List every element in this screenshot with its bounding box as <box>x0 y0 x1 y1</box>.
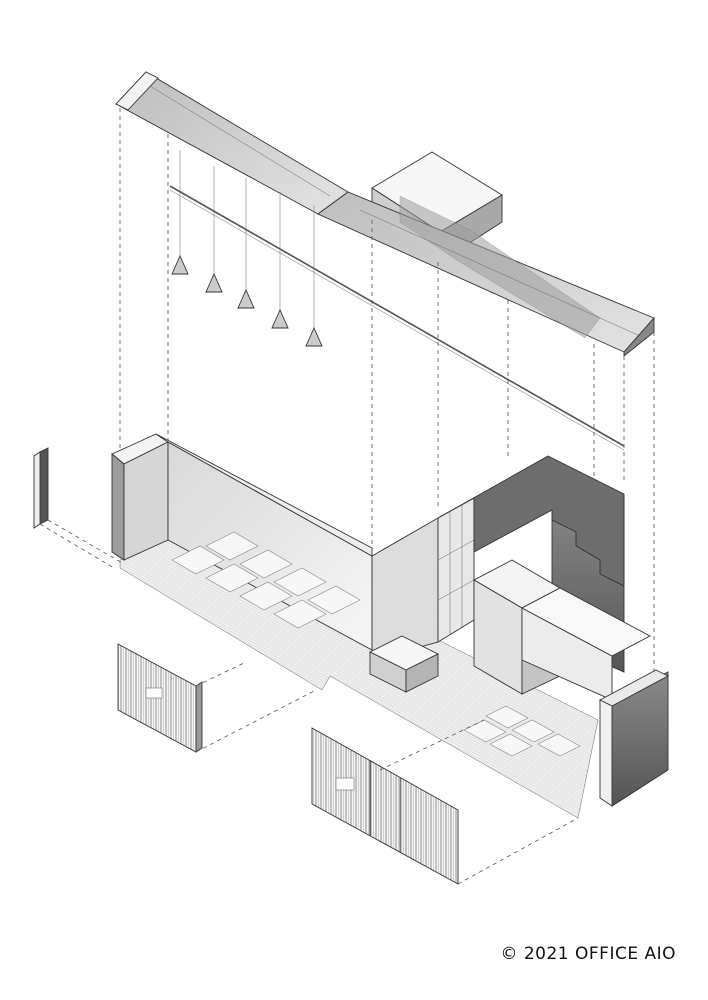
linear-light-bar <box>169 185 625 447</box>
explode-guides <box>119 108 655 680</box>
right-counter-top <box>521 587 651 657</box>
pendant-lamp <box>237 178 255 309</box>
pendant-lamp <box>171 150 189 275</box>
pendant-lamp <box>205 166 223 293</box>
left-door-panel <box>33 447 49 529</box>
facade-screen-right <box>311 727 459 885</box>
ceiling-assembly <box>115 71 655 451</box>
ceiling-slab-left-top <box>115 71 159 111</box>
copyright-credit: © 2021 OFFICE AIO <box>500 944 676 964</box>
facade-screen-left <box>117 643 203 753</box>
pendant-lamps <box>171 150 323 347</box>
shelving-unit <box>437 497 475 643</box>
screen-signage-icon <box>145 687 163 699</box>
screen-signage-icon <box>335 777 355 791</box>
left-wall-face <box>111 453 125 561</box>
main-space <box>111 433 669 819</box>
dining-tables-left <box>171 531 361 629</box>
facade-screen-left-guides <box>195 661 317 753</box>
ceiling-recess <box>399 195 601 339</box>
left-door-guides <box>39 519 125 569</box>
dining-tables-right <box>463 705 581 757</box>
pendant-lamp <box>271 192 289 329</box>
reception-counter-side <box>405 653 439 693</box>
right-end-wall-edge <box>599 699 613 807</box>
facade-screen-right-guides <box>379 719 579 885</box>
ceiling-slab-left <box>115 71 349 215</box>
pendant-lamp <box>305 206 323 347</box>
